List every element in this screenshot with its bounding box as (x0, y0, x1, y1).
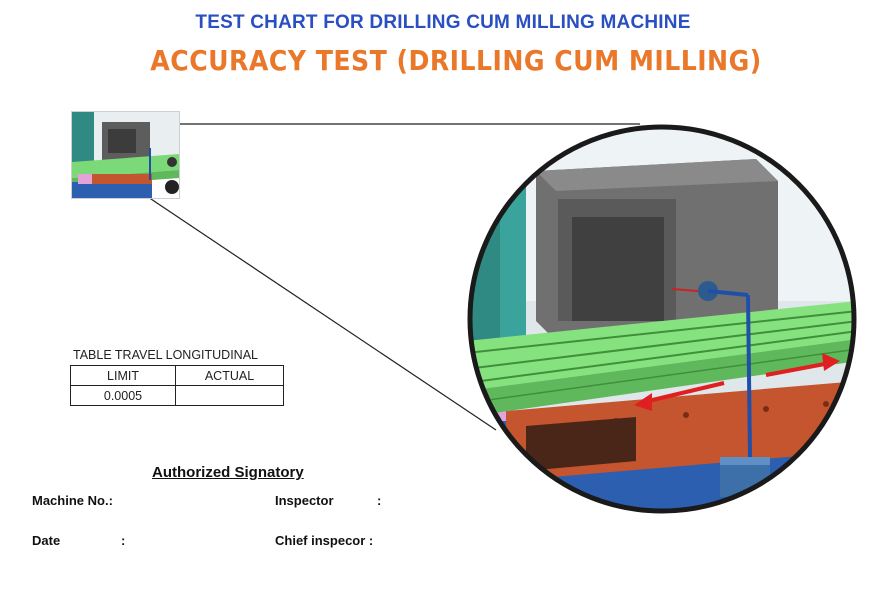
table-row: 0.0005 (70, 385, 284, 406)
inspector-label: Inspector (275, 493, 334, 508)
authorized-signatory-heading: Authorized Signatory (152, 464, 304, 481)
limit-value-cell: 0.0005 (70, 385, 176, 406)
machine-no-label: Machine No.: (32, 493, 113, 508)
chief-inspector-label: Chief inspecor : (275, 533, 374, 548)
magnified-machine-view (467, 124, 857, 514)
table-header-row: LIMIT ACTUAL (70, 365, 284, 386)
test-subtitle: ACCURACY TEST (DRILLING CUM MILLING) (150, 44, 762, 77)
date-colon: : (121, 533, 126, 548)
chart-title: TEST CHART FOR DRILLING CUM MILLING MACH… (195, 12, 691, 33)
column-header-limit: LIMIT (70, 365, 176, 386)
column-header-actual: ACTUAL (175, 365, 284, 386)
actual-value-cell[interactable] (175, 385, 284, 406)
machine-thumbnail-image (71, 111, 180, 199)
date-label: Date (32, 533, 61, 548)
table-caption: TABLE TRAVEL LONGITUDINAL (73, 348, 259, 362)
limit-actual-table: LIMIT ACTUAL 0.0005 (70, 365, 284, 406)
inspector-colon: : (377, 493, 382, 508)
